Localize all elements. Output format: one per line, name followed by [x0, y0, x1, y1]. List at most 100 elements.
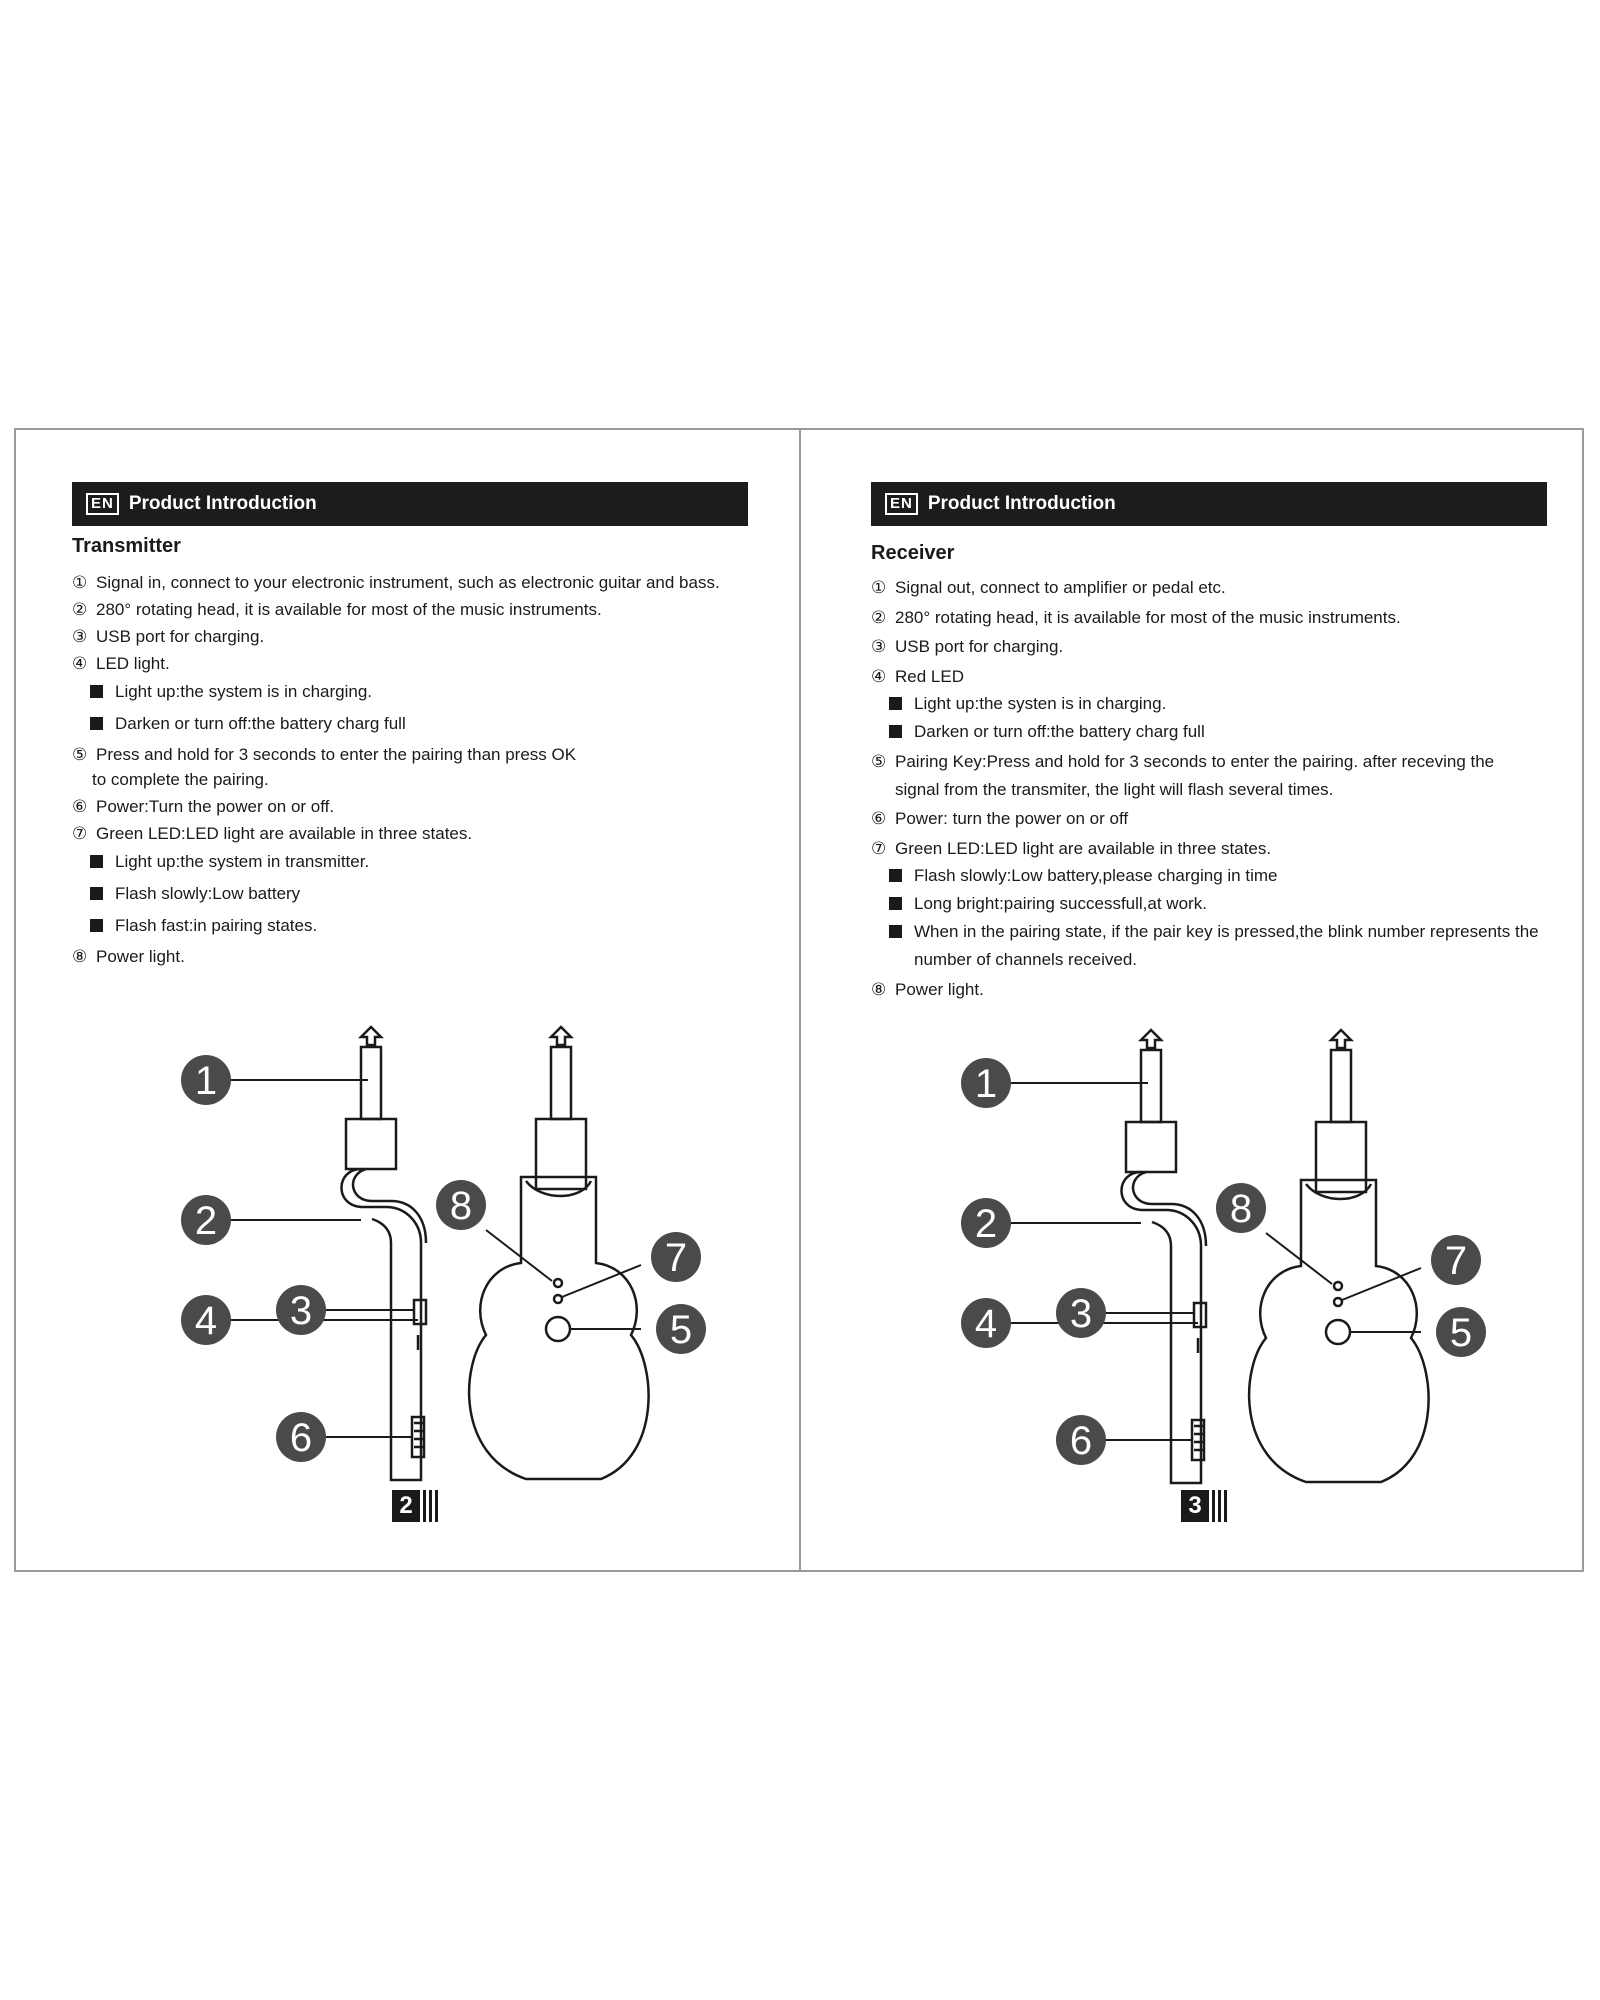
list-subitem-text: Darken or turn off:the battery charg ful…: [115, 714, 406, 733]
page-number: 3: [1181, 1490, 1230, 1522]
callout-circle: [276, 1412, 326, 1462]
callout-label: 1: [975, 1062, 997, 1106]
callout-circle: [961, 1058, 1011, 1108]
callout-label: 7: [665, 1236, 687, 1280]
callout-circle: [276, 1285, 326, 1335]
callout-label: 4: [975, 1302, 997, 1346]
list-item-number: ②: [72, 600, 88, 619]
header-title: Product Introduction: [927, 493, 1116, 514]
list-item: ① Signal in, connect to your electronic i…: [72, 570, 732, 595]
list-item-number: ⑤: [72, 745, 88, 764]
callout-label: 6: [290, 1416, 312, 1460]
list-item-number: ①: [72, 573, 88, 592]
callout-6: 6: [276, 1412, 326, 1462]
list-item-number: ③: [871, 637, 887, 656]
list-subitem-text: Darken or turn off:the battery charg ful…: [914, 722, 1205, 741]
list-item-number: ⑥: [871, 809, 887, 828]
list-item-text: USB port for charging.: [96, 627, 265, 646]
callout-circle: [961, 1298, 1011, 1348]
list-subitem: Flash fast:in pairing states.: [72, 910, 732, 942]
bullet-square-icon: [90, 685, 103, 698]
list-subitem-text: When in the pairing state, if the pair k…: [914, 922, 1539, 969]
left-device-outline: [340, 1025, 650, 1482]
list-item-number: ⑦: [871, 838, 887, 858]
callout-2: 2: [181, 1195, 231, 1245]
bullet-square-icon: [889, 869, 902, 882]
callout-2: 2: [961, 1198, 1011, 1248]
list-subitem: When in the pairing state, if the pair k…: [871, 918, 1541, 974]
list-item-number: ⑥: [72, 797, 88, 816]
bullet-square-icon: [889, 897, 902, 910]
list-item-text: 280° rotating head, it is available for …: [96, 600, 602, 619]
list-item-text: LED light.: [96, 654, 170, 673]
language-badge: EN: [86, 493, 119, 515]
list-subitem: Long bright:pairing successfull,at work.: [871, 890, 1541, 918]
list-subitem-text: Flash slowly:Low battery: [115, 884, 301, 903]
list-subitem-text: Long bright:pairing successfull,at work.: [914, 894, 1207, 913]
feature-list: ① Signal in, connect to your electronic i…: [72, 568, 732, 969]
callout-label: 5: [1450, 1311, 1472, 1355]
list-item-text: Power:Turn the power on or off.: [96, 797, 335, 816]
callout-7: 7: [1431, 1235, 1481, 1285]
callout-circle: [656, 1304, 706, 1354]
callout-circle: [961, 1198, 1011, 1248]
callout-7: 7: [651, 1232, 701, 1282]
callout-5: 5: [1436, 1307, 1486, 1357]
callout-label: 2: [975, 1202, 997, 1246]
callout-label: 8: [450, 1184, 472, 1228]
bullet-square-icon: [90, 919, 103, 932]
callout-label: 2: [195, 1199, 217, 1243]
bullet-square-icon: [889, 725, 902, 738]
callout-circle: [1216, 1183, 1266, 1233]
callout-label: 3: [290, 1289, 312, 1333]
list-item-number: ④: [871, 666, 887, 686]
list-subitem-text: Light up:the system is in charging.: [115, 682, 373, 701]
callout-label: 1: [195, 1059, 217, 1103]
callout-circle: [1436, 1307, 1486, 1357]
callout-label: 7: [1445, 1239, 1467, 1283]
list-item-text: Signal in, connect to your electronic in…: [96, 573, 720, 592]
list-item-text: Power light.: [96, 947, 185, 966]
header-bar: EN Product Introduction: [72, 482, 748, 526]
section-title: Receiver: [871, 542, 955, 564]
list-item-text: Green LED:LED light are available in thr…: [96, 824, 473, 843]
callout-1: 1: [961, 1058, 1011, 1108]
list-item-text: Green LED:LED light are available in thr…: [895, 838, 1272, 858]
list-subitem-text: Flash fast:in pairing states.: [115, 916, 318, 935]
list-subitem: Flash slowly:Low battery,please charging…: [871, 862, 1541, 890]
list-item-number: ①: [871, 578, 887, 597]
header-title: Product Introduction: [128, 493, 317, 514]
callout-label: 5: [670, 1308, 692, 1352]
callout-3: 3: [1056, 1288, 1106, 1338]
list-item-text: Power: turn the power on or off: [895, 809, 1129, 828]
right-device-outline: [1120, 1028, 1430, 1485]
list-item: ③ USB port for charging.: [72, 624, 732, 649]
callout-label: 8: [1230, 1187, 1252, 1231]
callout-4: 4: [961, 1298, 1011, 1348]
left-leader-lines: [231, 1079, 642, 1438]
list-item-text: Power light.: [895, 980, 984, 999]
list-subitem: Darken or turn off:the battery charg ful…: [72, 708, 732, 740]
list-item: ② 280° rotating head, it is available for…: [72, 597, 732, 622]
right-leader-lines: [1011, 1082, 1422, 1441]
list-item-text: 280° rotating head, it is available for …: [895, 607, 1401, 627]
bullet-square-icon: [90, 717, 103, 730]
header-bar: EN Product Introduction: [871, 482, 1547, 526]
list-item-number: ⑧: [871, 980, 887, 999]
callout-1: 1: [181, 1055, 231, 1105]
list-item: ⑥ Power: turn the power on or off: [871, 805, 1541, 833]
list-item-number: ③: [72, 627, 88, 646]
callout-label: 6: [1070, 1419, 1092, 1463]
list-subitem: Light up:the system is in charging.: [72, 676, 732, 708]
callout-circle: [651, 1232, 701, 1282]
list-item: ⑧ Power light.: [871, 976, 1541, 1004]
receiver-diagram: 1 2 3 4 5 6 7 8: [961, 1028, 1486, 1485]
